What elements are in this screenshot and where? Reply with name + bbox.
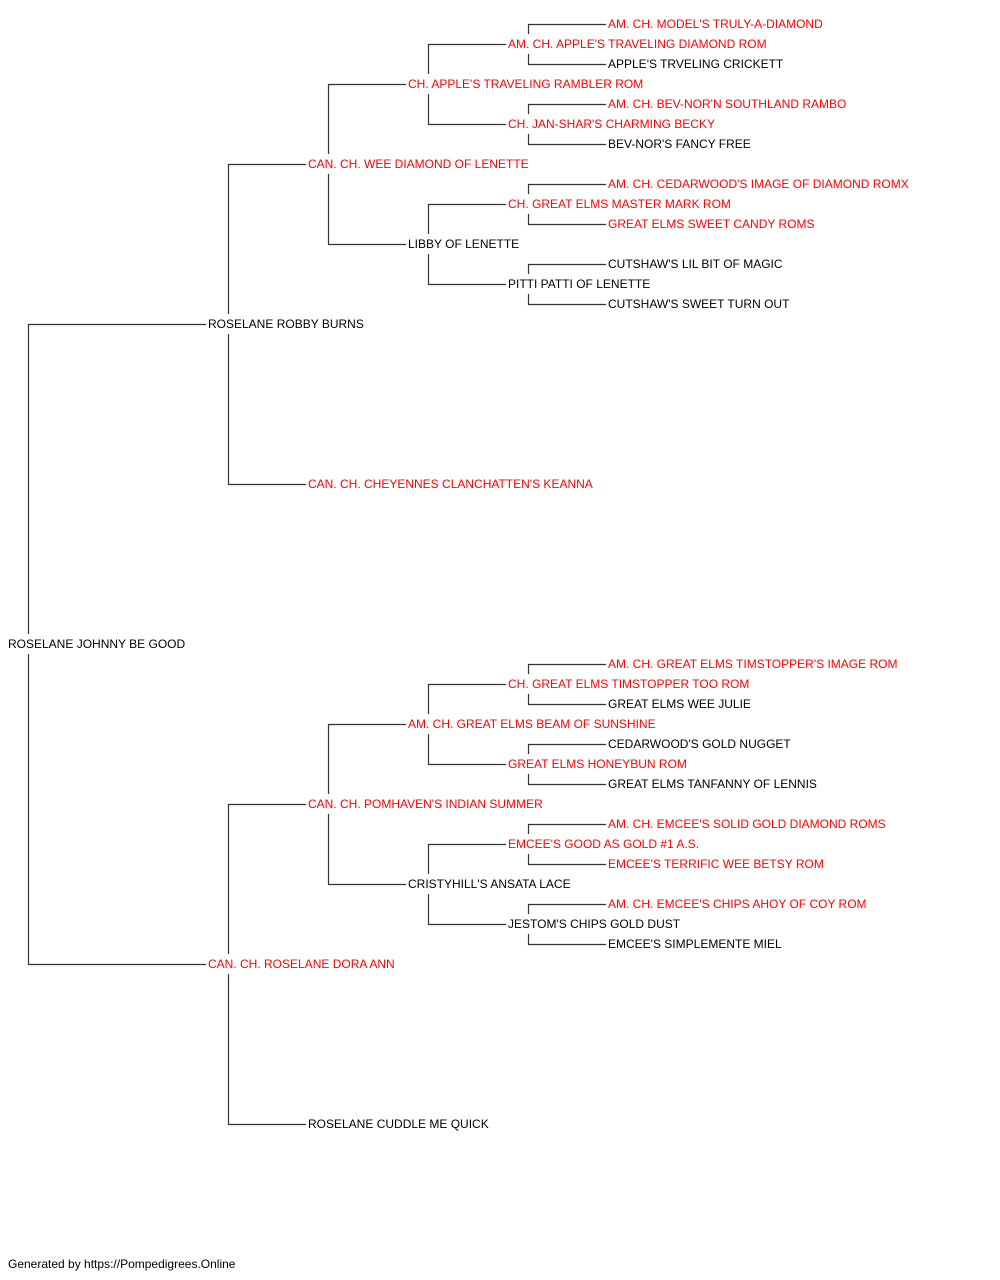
dam-connector-gen4 (527, 934, 606, 946)
sire-connector-gen1 (227, 163, 306, 314)
sire-node-gen4-ch-great-elms-timstopper-too-rom: CH. GREAT ELMS TIMSTOPPER TOO ROM (508, 677, 750, 691)
dam-node-gen5-emcee-s-simplemente-miel: EMCEE'S SIMPLEMENTE MIEL (608, 937, 782, 951)
sire-node-gen2-can-ch-pomhaven-s-indian-summer: CAN. CH. POMHAVEN'S INDIAN SUMMER (308, 797, 543, 811)
dam-connector-gen4 (527, 694, 606, 706)
sire-connector-gen2 (327, 723, 406, 794)
sire-connector-gen3 (427, 843, 506, 874)
dam-node-gen5-great-elms-tanfanny-of-lennis: GREAT ELMS TANFANNY OF LENNIS (608, 777, 817, 791)
sire-connector-gen4 (527, 103, 606, 114)
dam-node-gen2-can-ch-cheyennes-clanchatten-s-keanna: CAN. CH. CHEYENNES CLANCHATTEN'S KEANNA (308, 477, 593, 491)
sire-node-gen5-am-ch-great-elms-timstopper-s-image-rom: AM. CH. GREAT ELMS TIMSTOPPER'S IMAGE RO… (608, 657, 898, 671)
sire-node-gen4-emcee-s-good-as-gold-1-a-s: EMCEE'S GOOD AS GOLD #1 A.S. (508, 837, 700, 851)
sire-connector-gen4 (527, 743, 606, 754)
sire-connector-gen0 (27, 323, 206, 634)
dam-node-gen5-bev-nor-s-fancy-free: BEV-NOR'S FANCY FREE (608, 137, 751, 151)
dam-connector-gen3 (427, 894, 506, 926)
sire-node-gen4-am-ch-apple-s-traveling-diamond-rom: AM. CH. APPLE'S TRAVELING DIAMOND ROM (508, 37, 767, 51)
dam-node-gen5-great-elms-wee-julie: GREAT ELMS WEE JULIE (608, 697, 751, 711)
sire-connector-gen2 (327, 83, 406, 154)
sire-node-gen3-am-ch-great-elms-beam-of-sunshine: AM. CH. GREAT ELMS BEAM OF SUNSHINE (408, 717, 656, 731)
dam-connector-gen0 (27, 654, 206, 966)
sire-node-gen5-am-ch-cedarwood-s-image-of-diamond-romx: AM. CH. CEDARWOOD'S IMAGE OF DIAMOND ROM… (608, 177, 909, 191)
sire-node-gen5-am-ch-emcee-s-solid-gold-diamond-roms: AM. CH. EMCEE'S SOLID GOLD DIAMOND ROMS (608, 817, 886, 831)
sire-node-gen2-can-ch-wee-diamond-of-lenette: CAN. CH. WEE DIAMOND OF LENETTE (308, 157, 529, 171)
sire-connector-gen1 (227, 803, 306, 954)
dam-node-gen5-apple-s-trveling-crickett: APPLE'S TRVELING CRICKETT (608, 57, 784, 71)
dam-connector-gen4 (527, 774, 606, 786)
sire-node-gen1-roselane-robby-burns: ROSELANE ROBBY BURNS (208, 317, 364, 331)
sire-connector-gen3 (427, 43, 506, 74)
dam-node-gen1-can-ch-roselane-dora-ann: CAN. CH. ROSELANE DORA ANN (208, 957, 395, 971)
sire-node-gen5-am-ch-emcee-s-chips-ahoy-of-coy-rom: AM. CH. EMCEE'S CHIPS AHOY OF COY ROM (608, 897, 867, 911)
sire-node-gen5-cedarwood-s-gold-nugget: CEDARWOOD'S GOLD NUGGET (608, 737, 791, 751)
dam-node-gen5-emcee-s-terrific-wee-betsy-rom: EMCEE'S TERRIFIC WEE BETSY ROM (608, 857, 824, 871)
sire-connector-gen3 (427, 683, 506, 714)
sire-connector-gen4 (527, 823, 606, 834)
sire-node-gen5-cutshaw-s-lil-bit-of-magic: CUTSHAW'S LIL BIT OF MAGIC (608, 257, 783, 271)
sire-connector-gen4 (527, 903, 606, 914)
sire-connector-gen4 (527, 663, 606, 674)
subject-node-gen0-roselane-johnny-be-good: ROSELANE JOHNNY BE GOOD (8, 637, 186, 651)
dam-connector-gen1 (227, 334, 306, 486)
sire-connector-gen4 (527, 23, 606, 34)
dam-connector-gen4 (527, 134, 606, 146)
sire-node-gen4-ch-great-elms-master-mark-rom: CH. GREAT ELMS MASTER MARK ROM (508, 197, 731, 211)
dam-connector-gen2 (327, 814, 406, 886)
dam-node-gen4-ch-jan-shar-s-charming-becky: CH. JAN-SHAR'S CHARMING BECKY (508, 117, 715, 131)
dam-node-gen5-cutshaw-s-sweet-turn-out: CUTSHAW'S SWEET TURN OUT (608, 297, 790, 311)
dam-node-gen4-great-elms-honeybun-rom: GREAT ELMS HONEYBUN ROM (508, 757, 687, 771)
dam-connector-gen1 (227, 974, 306, 1126)
dam-connector-gen3 (427, 254, 506, 286)
dam-connector-gen3 (427, 94, 506, 126)
sire-node-gen3-ch-apple-s-traveling-rambler-rom: CH. APPLE'S TRAVELING RAMBLER ROM (408, 77, 644, 91)
sire-node-gen5-am-ch-model-s-truly-a-diamond: AM. CH. MODEL'S TRULY-A-DIAMOND (608, 17, 823, 31)
dam-node-gen3-cristyhill-s-ansata-lace: CRISTYHILL'S ANSATA LACE (408, 877, 571, 891)
dam-connector-gen3 (427, 734, 506, 766)
dam-node-gen5-great-elms-sweet-candy-roms: GREAT ELMS SWEET CANDY ROMS (608, 217, 815, 231)
dam-connector-gen4 (527, 54, 606, 66)
dam-node-gen4-pitti-patti-of-lenette: PITTI PATTI OF LENETTE (508, 277, 651, 291)
dam-connector-gen4 (527, 214, 606, 226)
dam-node-gen4-jestom-s-chips-gold-dust: JESTOM'S CHIPS GOLD DUST (508, 917, 681, 931)
footer-credit: Generated by https://Pompedigrees.Online (8, 1257, 236, 1271)
sire-node-gen5-am-ch-bev-nor-n-southland-rambo: AM. CH. BEV-NOR'N SOUTHLAND RAMBO (608, 97, 847, 111)
dam-connector-gen4 (527, 294, 606, 306)
dam-node-gen2-roselane-cuddle-me-quick: ROSELANE CUDDLE ME QUICK (308, 1117, 489, 1131)
sire-connector-gen4 (527, 183, 606, 194)
sire-connector-gen3 (427, 203, 506, 234)
dam-node-gen3-libby-of-lenette: LIBBY OF LENETTE (408, 237, 520, 251)
sire-connector-gen4 (527, 263, 606, 274)
dam-connector-gen4 (527, 854, 606, 866)
dam-connector-gen2 (327, 174, 406, 246)
